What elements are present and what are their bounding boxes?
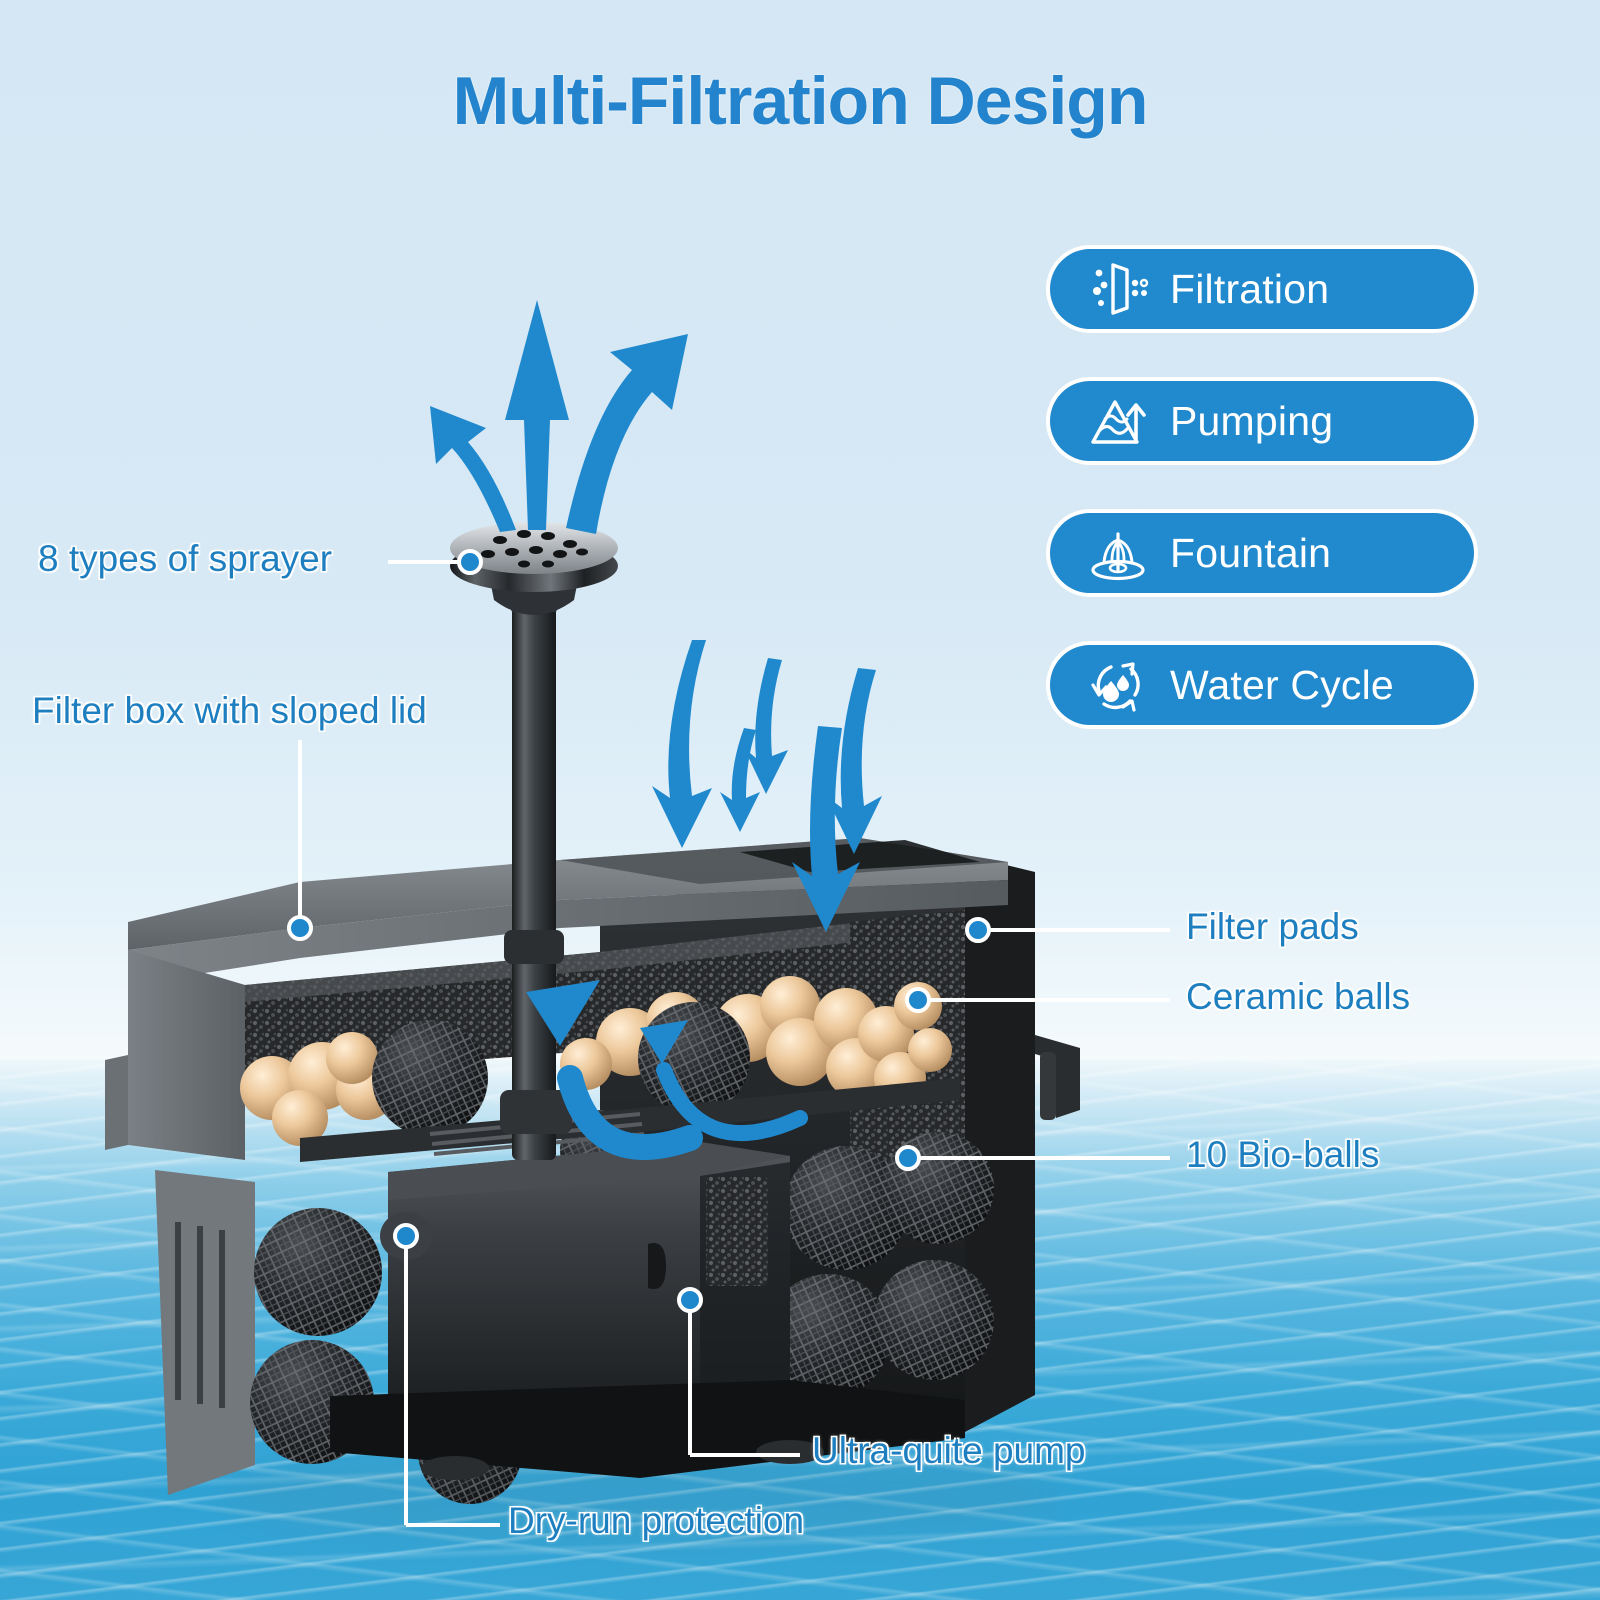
lid-front-edge xyxy=(128,880,1008,985)
lid-inlet-slot xyxy=(740,840,980,872)
callout-dot-ceramic-balls[interactable] xyxy=(905,987,931,1013)
feature-pill-list: Filtration Pumping xyxy=(1046,245,1486,773)
left-lower-housing xyxy=(155,1170,255,1495)
callout-label-pump: Ultra-quite pump xyxy=(812,1430,1086,1471)
pumping-icon xyxy=(1080,388,1156,454)
feature-pill-fountain[interactable]: Fountain xyxy=(1046,509,1478,597)
fountain-icon xyxy=(1080,520,1156,586)
riser-tube xyxy=(512,600,556,1160)
filter-pad-top-edge xyxy=(245,910,965,1002)
feature-pill-label: Filtration xyxy=(1170,265,1330,312)
page-title: Multi-Filtration Design xyxy=(452,63,1149,139)
pump-sponge xyxy=(706,1176,768,1286)
callout-leaders xyxy=(298,560,1170,1527)
callout-dot-pump[interactable] xyxy=(677,1287,703,1313)
left-foot-tab xyxy=(105,1055,128,1150)
callout-label-sprayer: 8 types of sprayer xyxy=(38,538,333,579)
feature-pill-filtration[interactable]: Filtration xyxy=(1046,245,1478,333)
tube-coupler-lower xyxy=(500,1090,572,1134)
base-foot-left xyxy=(421,1456,489,1480)
circulation-arrows xyxy=(557,1062,808,1160)
pump-latch xyxy=(648,1242,666,1290)
clip-bracket-tab xyxy=(1040,1052,1056,1120)
feature-pill-pumping[interactable]: Pumping xyxy=(1046,377,1478,465)
callout-label-dry-run: Dry-run protection xyxy=(508,1500,805,1541)
feature-pill-label: Water Cycle xyxy=(1170,661,1394,708)
feature-pill-label: Pumping xyxy=(1170,397,1334,444)
sprayer-nozzle-holes xyxy=(481,530,588,568)
filtration-icon xyxy=(1080,256,1156,322)
circulation-arrow-head-large xyxy=(526,980,600,1046)
feature-pill-water-cycle[interactable]: Water Cycle xyxy=(1046,641,1478,729)
sprayer-cone xyxy=(486,560,582,615)
circulation-arrow-head-small xyxy=(640,1020,688,1064)
housing-vents xyxy=(175,1222,225,1408)
callout-label-ceramic-balls: Ceramic balls xyxy=(1186,976,1411,1017)
lid-left-side xyxy=(128,950,245,1160)
callout-dot-sprayer[interactable] xyxy=(457,549,483,575)
callout-label-filter-pads: Filter pads xyxy=(1186,906,1359,947)
callout-label-filter-box: Filter box with sloped lid xyxy=(32,690,427,731)
flow-arrows-up xyxy=(430,300,688,534)
base-foot-right xyxy=(756,1440,824,1464)
pump-housing-top xyxy=(388,1142,790,1200)
callout-dot-bio-balls[interactable] xyxy=(895,1145,921,1171)
flow-arrows-down xyxy=(652,640,882,932)
callout-dot-dry-run[interactable] xyxy=(393,1223,419,1249)
feature-pill-label: Fountain xyxy=(1170,529,1332,576)
callout-dot-filter-box[interactable] xyxy=(287,915,313,941)
tube-coupler-upper xyxy=(504,930,564,964)
callout-dot-filter-pads[interactable] xyxy=(965,917,991,943)
callout-label-bio-balls: 10 Bio-balls xyxy=(1186,1134,1380,1175)
water-cycle-icon xyxy=(1080,652,1156,718)
